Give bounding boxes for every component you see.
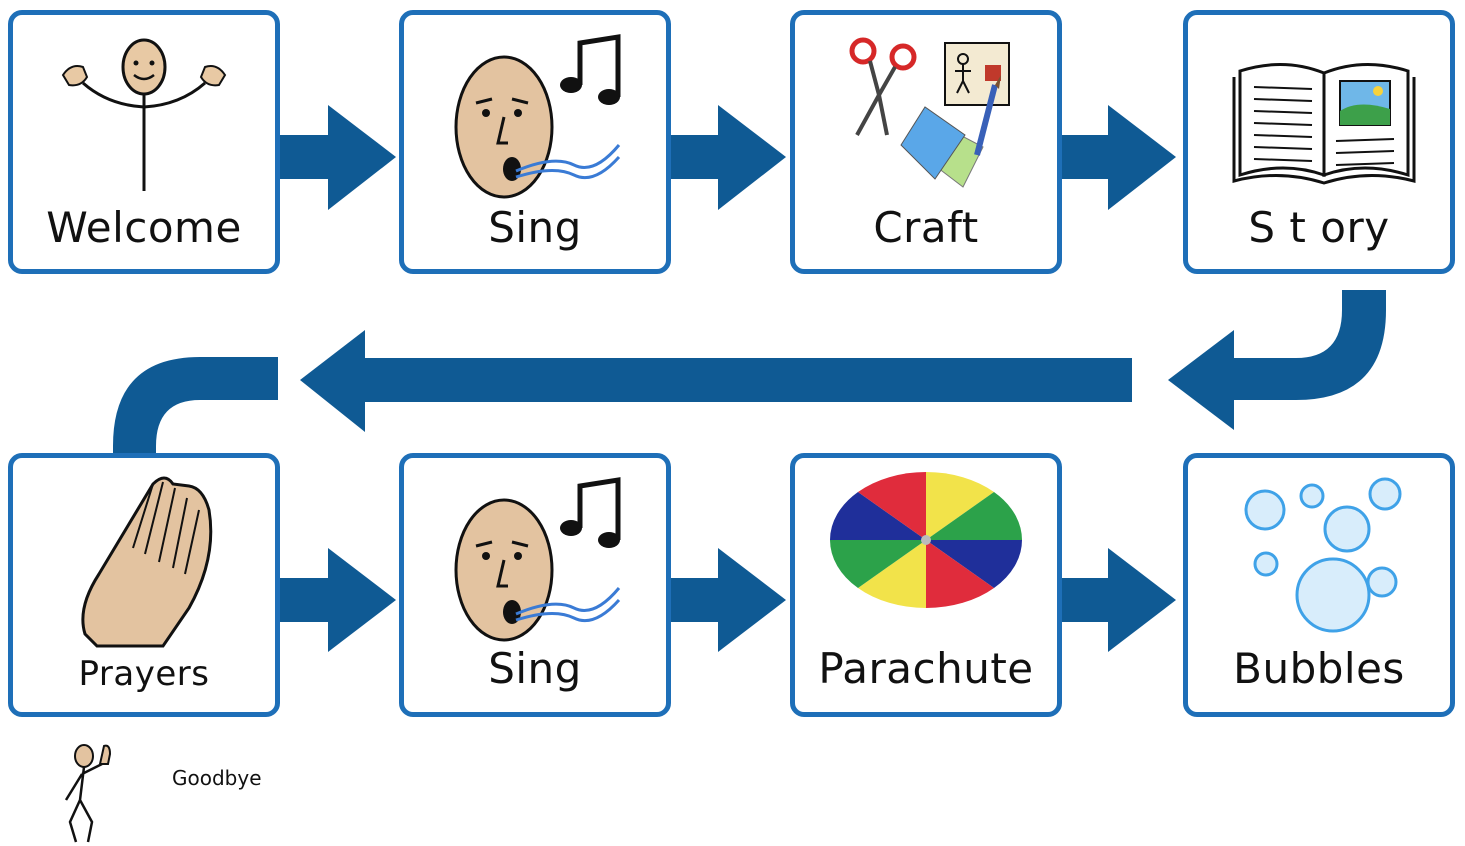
waving-person-icon	[61, 38, 227, 191]
card-craft: Craft	[790, 10, 1062, 274]
card-label: Welcome	[46, 203, 242, 252]
card-parachute: Parachute	[790, 453, 1062, 717]
card-label: Prayers	[78, 654, 210, 694]
card-bubbles: Bubbles	[1183, 453, 1455, 717]
goodbye-label: Goodbye	[172, 766, 262, 790]
singing-face-icon	[454, 34, 621, 199]
arrow-welcome-to-sing	[278, 105, 396, 210]
parachute-icon	[830, 472, 1022, 608]
craft-supplies-icon	[849, 37, 1010, 188]
arrow-sing-to-craft	[668, 105, 786, 210]
arrow-craft-to-story	[1058, 105, 1176, 210]
card-sing-1: Sing	[399, 10, 671, 274]
card-label: Sing	[488, 203, 582, 252]
arrow-return-left	[300, 330, 1132, 432]
arrow-prayers-to-sing	[278, 548, 396, 652]
card-story: S t ory	[1183, 10, 1455, 274]
card-welcome: Welcome	[8, 10, 280, 274]
card-label: Bubbles	[1233, 644, 1405, 693]
waving-goodbye-person-icon	[64, 744, 112, 843]
card-prayers: Prayers	[8, 453, 280, 717]
card-sing-2: Sing	[399, 453, 671, 717]
card-label: Craft	[873, 203, 979, 252]
arrow-story-curve	[1168, 290, 1386, 430]
card-label: Sing	[488, 644, 582, 693]
open-book-icon	[1232, 63, 1416, 185]
singing-face-icon	[454, 477, 621, 642]
card-label: S t ory	[1248, 203, 1390, 252]
bubbles-icon	[1244, 477, 1402, 633]
arrow-parachute-to-bubbles	[1058, 548, 1176, 652]
praying-hands-icon	[81, 476, 213, 648]
card-label: Parachute	[818, 644, 1034, 693]
arrow-sing-to-parachute	[668, 548, 786, 652]
arrow-prayers-curve	[113, 357, 278, 474]
